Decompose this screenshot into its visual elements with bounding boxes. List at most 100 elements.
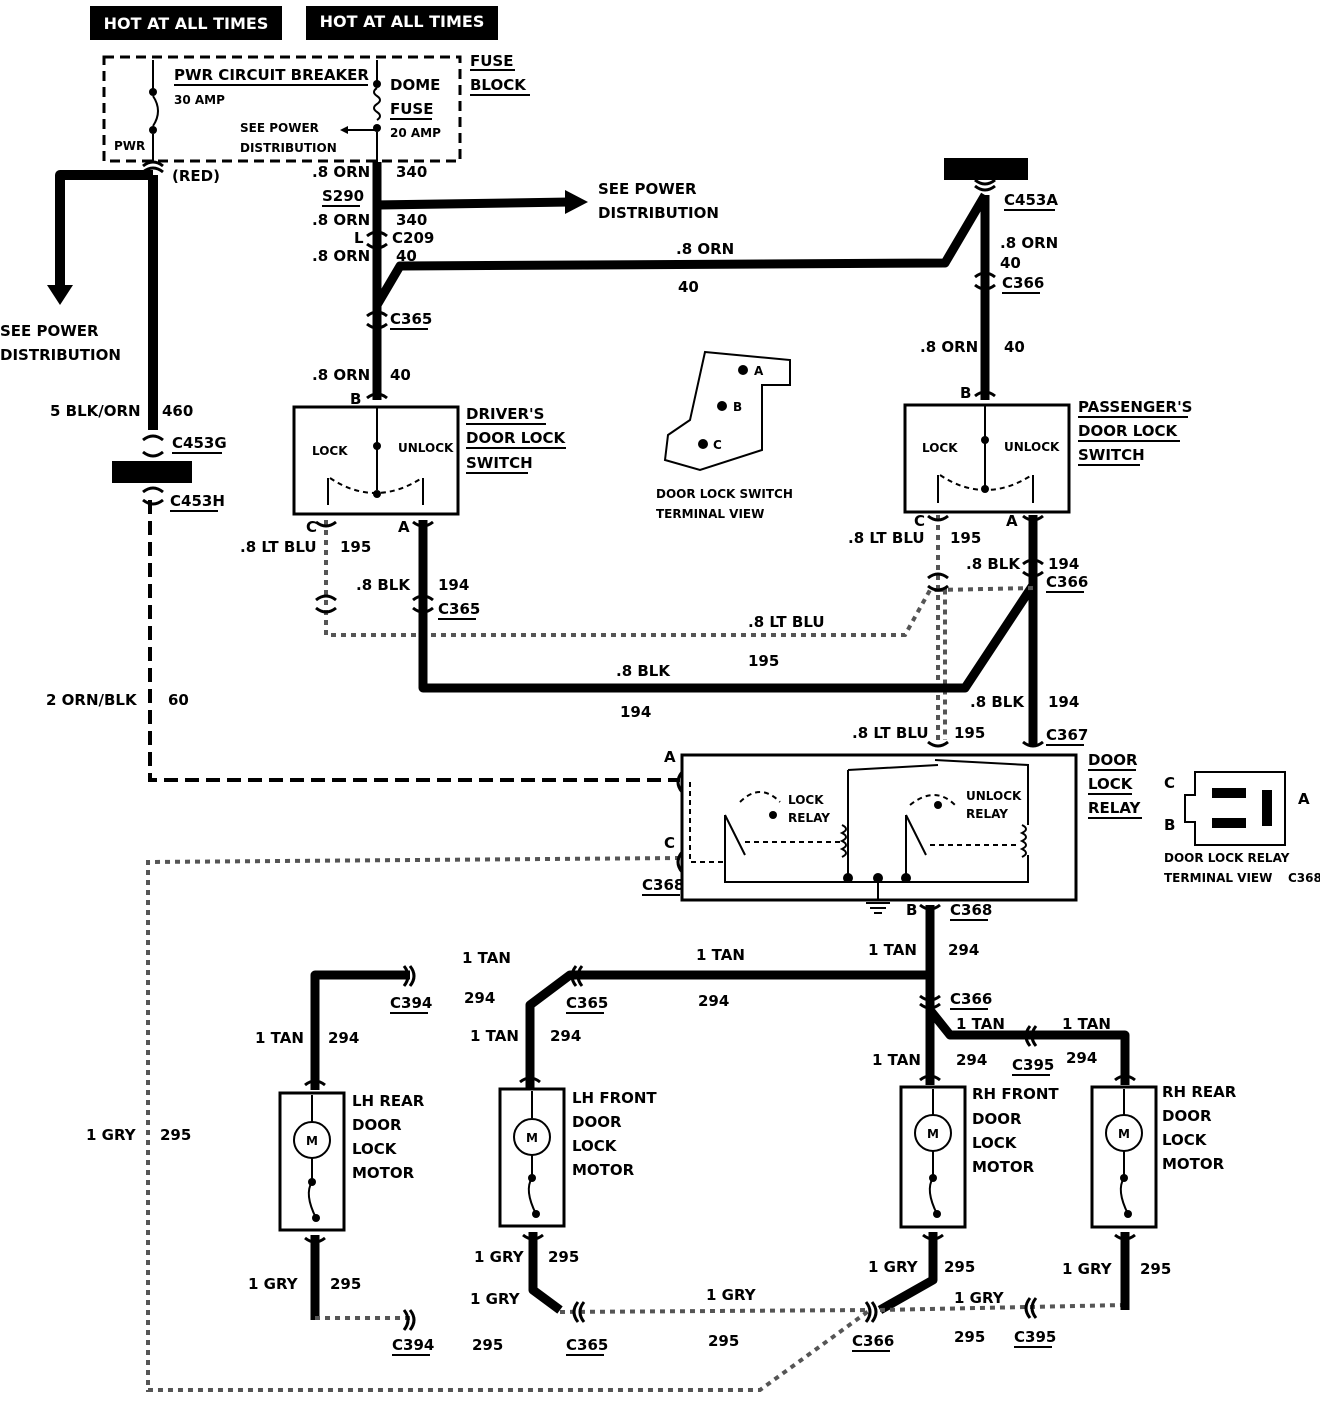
drivers-lock: LOCK	[312, 444, 348, 458]
motor-m-lhr: M	[306, 1134, 318, 1148]
relay-view-label-1: DOOR LOCK RELAY	[1164, 851, 1290, 865]
connector-marks	[142, 160, 1136, 1331]
wire-295-rhf: 295	[944, 1258, 975, 1276]
relay-a: A	[664, 748, 676, 766]
wire-194-right-2: 194	[1048, 693, 1079, 711]
wire-60: 60	[168, 691, 189, 709]
pass-switch-title-2: DOOR LOCK	[1078, 422, 1179, 440]
see-distribution-left: DISTRIBUTION	[0, 346, 121, 364]
orn-340b: .8 ORN	[312, 211, 370, 229]
relay-view-a: A	[1298, 790, 1310, 808]
wire-460: 460	[162, 402, 193, 420]
lhf-title-3: LOCK	[572, 1137, 618, 1155]
fuse-block	[102, 55, 462, 163]
pwr-label: PWR	[114, 139, 145, 153]
unlock-relay-1: UNLOCK	[966, 789, 1022, 803]
orn-40c: .8 ORN	[1000, 234, 1058, 252]
rhr-title-2: DOOR	[1162, 1107, 1212, 1125]
relay-b: B	[906, 901, 917, 919]
motor-m-lhf: M	[526, 1131, 538, 1145]
wire-294-3: 294	[698, 992, 729, 1010]
orn-blk-label: 2 ORN/BLK	[46, 691, 138, 709]
orn-340a: .8 ORN	[312, 163, 370, 181]
c453a: C453A	[1004, 191, 1058, 209]
hot-label-1: HOT AT ALL TIMES	[104, 14, 269, 33]
wire-294-lhr: 294	[328, 1029, 359, 1047]
tan-lhf: 1 TAN	[470, 1027, 519, 1045]
s290: S290	[322, 187, 364, 205]
drivers-switch-title-2: DOOR LOCK	[466, 429, 567, 447]
pass-c: C	[914, 512, 925, 530]
switch-view-label-1: DOOR LOCK SWITCH	[656, 487, 793, 501]
blk-mid: .8 BLK	[616, 662, 671, 680]
gry-b3: 1 GRY	[954, 1289, 1005, 1307]
drivers-switch-title-3: SWITCH	[466, 454, 533, 472]
l-mark: L	[354, 229, 364, 247]
drivers-a: A	[398, 518, 410, 536]
drivers-unlock: UNLOCK	[398, 441, 454, 455]
wire-40-top: 40	[678, 278, 699, 296]
pass-lock: LOCK	[922, 441, 958, 455]
fuse-see-distribution: DISTRIBUTION	[240, 141, 337, 155]
wire-40b: 40	[390, 366, 411, 384]
wire-294-lhf: 294	[550, 1027, 581, 1045]
rhf-title-4: MOTOR	[972, 1158, 1035, 1176]
c366a: C366	[1002, 274, 1044, 292]
wire-195-mid: 195	[748, 652, 779, 670]
gry-b1: 1 GRY	[470, 1290, 521, 1308]
fuse-see-power: SEE POWER	[240, 121, 319, 135]
relay-title-3: RELAY	[1088, 799, 1142, 817]
switch-view-b: B	[733, 400, 742, 414]
relay-view-label-3: C368	[1288, 871, 1320, 885]
relay-c: C	[664, 834, 675, 852]
motor-symbol-lhr: M	[293, 1095, 331, 1222]
wire-294-6: 294	[1066, 1049, 1097, 1067]
blk-orn-label: 5 BLK/ORN	[50, 402, 141, 420]
relay-title-2: LOCK	[1088, 775, 1134, 793]
wire-294-rhf: 294	[956, 1051, 987, 1069]
hot-at-all-times-box-2	[306, 6, 498, 40]
c366c: C366	[950, 990, 992, 1008]
switch-view-c: C	[713, 438, 722, 452]
c453g: C453G	[172, 434, 227, 452]
lhr-title-4: MOTOR	[352, 1164, 415, 1182]
wire-194-right: 194	[1048, 555, 1079, 573]
wire-194-left: 194	[438, 576, 469, 594]
relay-view-c: C	[1164, 774, 1175, 792]
wire-194-mid: 194	[620, 703, 651, 721]
orn-40a: .8 ORN	[312, 247, 370, 265]
blk-left: .8 BLK	[356, 576, 411, 594]
rhr-title-3: LOCK	[1162, 1131, 1208, 1149]
relay-terminal-view-shape	[1184, 771, 1286, 846]
relay-title-1: DOOR	[1088, 751, 1138, 769]
wire-295-b2: 295	[708, 1332, 739, 1350]
rhf-title-1: RH FRONT	[972, 1085, 1059, 1103]
c365c: C365	[566, 994, 608, 1012]
wire-295-rhr: 295	[1140, 1260, 1171, 1278]
switch-terminal-view-shape	[663, 350, 791, 472]
dome-fuse-amp: 20 AMP	[390, 126, 441, 140]
drivers-switch-title-1: DRIVER'S	[466, 405, 544, 423]
pass-b: B	[960, 384, 971, 402]
connector-block-c453a	[944, 158, 1028, 180]
ltblu-mid: .8 LT BLU	[748, 613, 825, 631]
unlock-relay-2: RELAY	[966, 807, 1008, 821]
tan-1: 1 TAN	[462, 949, 511, 967]
rhf-title-2: DOOR	[972, 1110, 1022, 1128]
see-power-left: SEE POWER	[0, 322, 99, 340]
ltblu-right-2: .8 LT BLU	[852, 724, 929, 742]
fuse-block-label: FUSE	[470, 52, 513, 70]
gry-rhf: 1 GRY	[868, 1258, 919, 1276]
lhf-title-2: DOOR	[572, 1113, 622, 1131]
c365a: C365	[390, 310, 432, 328]
pass-switch-title-1: PASSENGER'S	[1078, 398, 1192, 416]
relay-view-label-2: TERMINAL VIEW	[1164, 871, 1272, 885]
pass-unlock: UNLOCK	[1004, 440, 1060, 454]
dome-fuse-label: DOME	[390, 76, 440, 94]
c366b: C366	[1046, 573, 1088, 591]
wire-295-left: 295	[160, 1126, 191, 1144]
wire-40c: 40	[1000, 254, 1021, 272]
pass-switch-title-3: SWITCH	[1078, 446, 1145, 464]
wire-195-right: 195	[950, 529, 981, 547]
